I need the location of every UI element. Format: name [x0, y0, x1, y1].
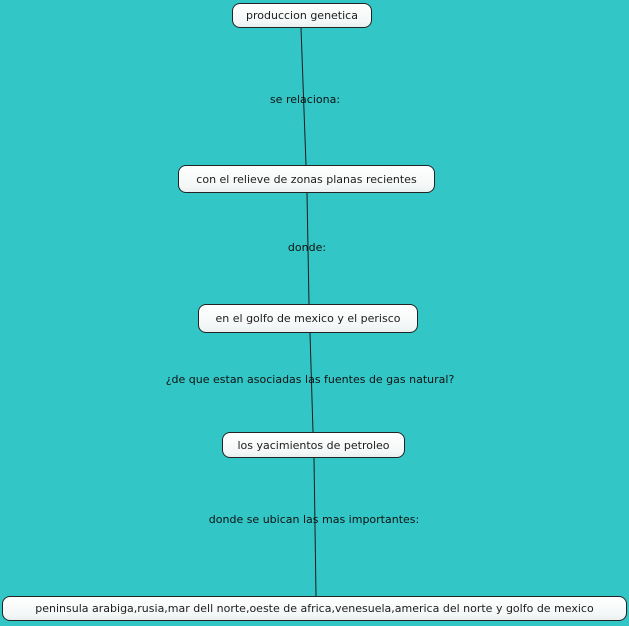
connector-line-2: [306, 192, 310, 305]
connector-line-4: [313, 457, 317, 597]
connector-line-3: [309, 332, 314, 433]
connector-line-1: [300, 27, 307, 166]
linking-phrase-donde-se-ubican[interactable]: donde se ubican las mas importantes:: [208, 513, 420, 526]
linking-phrase-fuentes-gas-natural[interactable]: ¿de que estan asociadas las fuentes de g…: [165, 373, 455, 386]
concept-node-relieve-zonas-planas[interactable]: con el relieve de zonas planas recientes: [178, 165, 435, 193]
concept-node-produccion-genetica[interactable]: produccion genetica: [232, 3, 372, 28]
concept-node-golfo-de-mexico[interactable]: en el golfo de mexico y el perisco: [198, 304, 418, 333]
concept-node-ubicaciones-importantes[interactable]: peninsula arabiga,rusia,mar dell norte,o…: [2, 596, 627, 621]
linking-phrase-donde[interactable]: donde:: [287, 241, 327, 254]
concept-node-yacimientos-petroleo[interactable]: los yacimientos de petroleo: [222, 432, 405, 458]
linking-phrase-se-relaciona[interactable]: se relaciona:: [269, 93, 341, 106]
